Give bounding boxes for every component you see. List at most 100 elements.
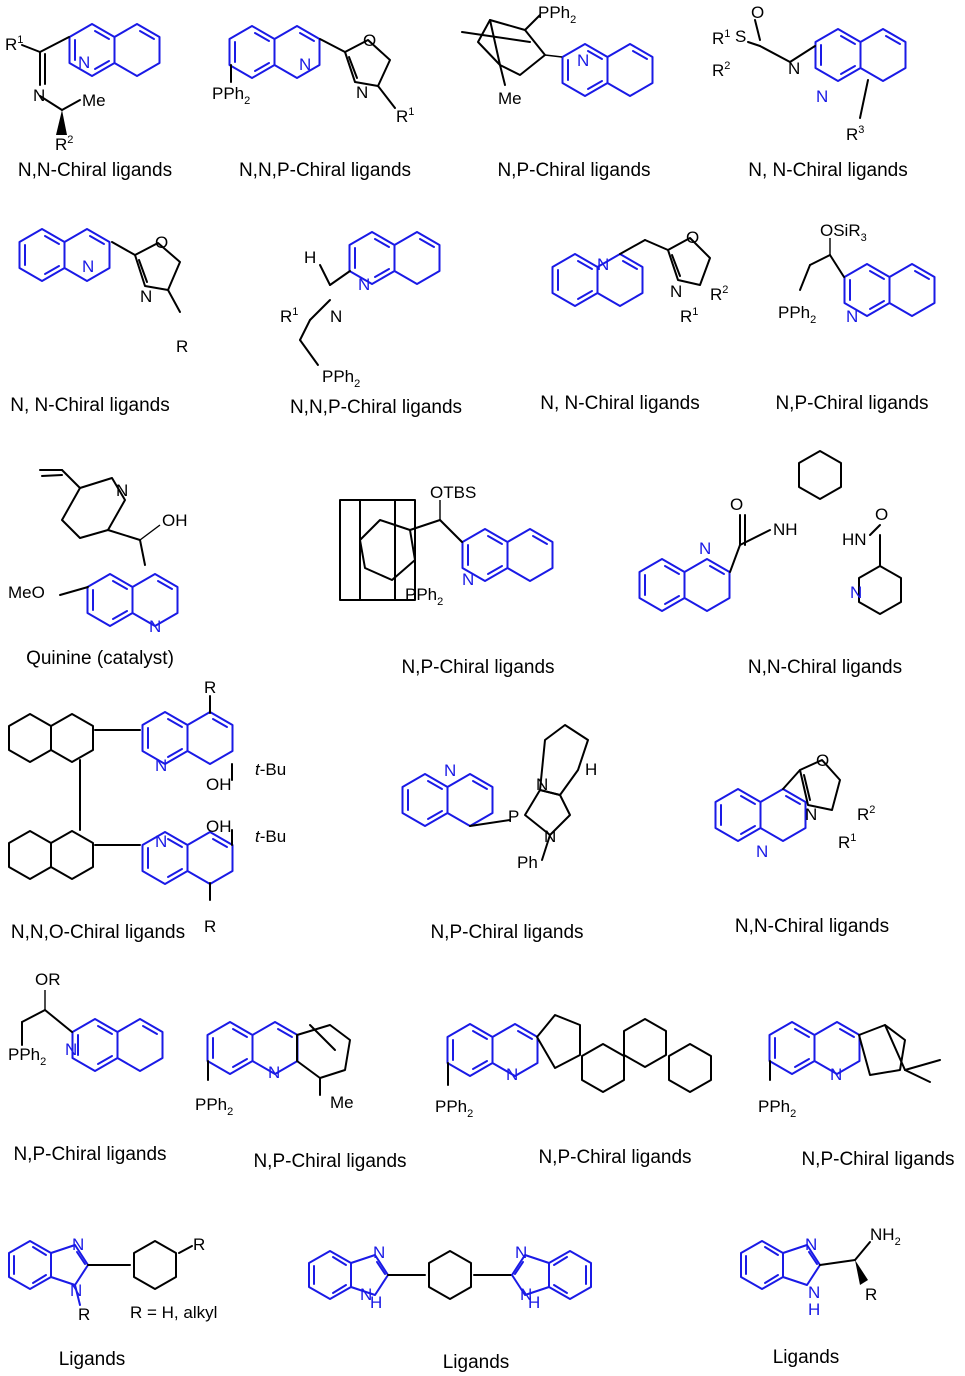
svg-text:R1: R1 bbox=[838, 832, 856, 852]
svg-text:N: N bbox=[846, 307, 858, 326]
svg-text:OR: OR bbox=[35, 970, 61, 989]
label-quinine: Quinine (catalyst) bbox=[26, 648, 174, 669]
svg-text:PPh2: PPh2 bbox=[778, 303, 816, 326]
svg-text:NH2: NH2 bbox=[870, 1225, 901, 1248]
label-ligand-3: N,P-Chiral ligands bbox=[497, 160, 650, 181]
svg-text:N: N bbox=[544, 827, 556, 846]
svg-text:O: O bbox=[875, 505, 888, 524]
svg-text:N: N bbox=[33, 86, 45, 105]
svg-text:PPh2: PPh2 bbox=[322, 367, 360, 390]
ligand-11: O NH HN O N N N,N-Chiral ligands bbox=[638, 450, 902, 678]
svg-text:O: O bbox=[155, 233, 168, 252]
svg-text:OH: OH bbox=[206, 817, 232, 836]
svg-text:N: N bbox=[330, 307, 342, 326]
ligand-14: O N R2 R1 N N,N-Chiral ligands bbox=[714, 751, 889, 937]
svg-text:P: P bbox=[508, 807, 519, 826]
ligand-6: H N N R1 PPh2 N,N,P-Chiral ligands bbox=[280, 231, 462, 418]
svg-text:N: N bbox=[155, 756, 167, 775]
label-ligand-16: N,P-Chiral ligands bbox=[253, 1151, 406, 1172]
label-ligand-11: N,N-Chiral ligands bbox=[748, 657, 902, 678]
svg-text:N: N bbox=[149, 617, 161, 636]
svg-text:PPh2: PPh2 bbox=[435, 1097, 473, 1120]
svg-text:O: O bbox=[751, 3, 764, 22]
quinine: N OH MeO N Quinine (catalyst) bbox=[8, 469, 188, 669]
svg-text:PPh2: PPh2 bbox=[212, 84, 250, 107]
ligand-20: N H N N N H Ligands bbox=[308, 1243, 592, 1373]
svg-text:H: H bbox=[585, 760, 597, 779]
svg-text:H: H bbox=[370, 1293, 382, 1312]
svg-text:S: S bbox=[735, 27, 746, 46]
label-ligand-6: N,N,P-Chiral ligands bbox=[290, 397, 462, 418]
ligand-4: R1 S O R2 N N R3 N, N-Chiral ligands bbox=[712, 3, 908, 181]
svg-text:PPh2: PPh2 bbox=[405, 585, 443, 608]
svg-text:t-Bu: t-Bu bbox=[255, 827, 286, 846]
svg-text:N: N bbox=[358, 275, 370, 294]
svg-text:Ph: Ph bbox=[517, 853, 538, 872]
svg-text:t-Bu: t-Bu bbox=[255, 760, 286, 779]
ligand-15: OR PPh2 N N,P-Chiral ligands bbox=[8, 970, 167, 1165]
svg-text:R: R bbox=[204, 678, 216, 697]
label-ligand-13: N,P-Chiral ligands bbox=[430, 922, 583, 943]
svg-text:N: N bbox=[72, 1235, 84, 1254]
label-ligand-17: N,P-Chiral ligands bbox=[538, 1147, 691, 1168]
ligand-18: PPh2 N N,P-Chiral ligands bbox=[758, 1021, 955, 1170]
svg-text:N: N bbox=[788, 59, 800, 78]
label-ligand-20: Ligands bbox=[443, 1352, 510, 1373]
svg-text:N: N bbox=[360, 1285, 372, 1304]
svg-text:PPh2: PPh2 bbox=[8, 1045, 46, 1068]
svg-text:N: N bbox=[462, 570, 474, 589]
svg-text:R3: R3 bbox=[846, 124, 864, 144]
svg-text:NH: NH bbox=[773, 520, 798, 539]
svg-text:R2: R2 bbox=[712, 60, 730, 80]
svg-text:N: N bbox=[597, 255, 609, 274]
ligand-17: PPh2 N N,P-Chiral ligands bbox=[435, 1014, 712, 1168]
svg-text:H: H bbox=[528, 1293, 540, 1312]
svg-text:R: R bbox=[865, 1285, 877, 1304]
svg-text:N: N bbox=[116, 481, 128, 500]
svg-text:N: N bbox=[816, 87, 828, 106]
label-ligand-2: N,N,P-Chiral ligands bbox=[239, 160, 411, 181]
label-ligand-15: N,P-Chiral ligands bbox=[13, 1144, 166, 1165]
svg-text:OH: OH bbox=[162, 511, 188, 530]
svg-text:N: N bbox=[356, 83, 368, 102]
svg-text:N: N bbox=[520, 1285, 532, 1304]
svg-text:R2: R2 bbox=[710, 284, 728, 304]
label-ligand-10: N,P-Chiral ligands bbox=[401, 657, 554, 678]
svg-text:N: N bbox=[65, 1040, 77, 1059]
svg-text:N: N bbox=[850, 583, 862, 602]
svg-text:Me: Me bbox=[82, 91, 106, 110]
label-ligand-4: N, N-Chiral ligands bbox=[748, 160, 907, 181]
svg-text:N: N bbox=[670, 282, 682, 301]
label-ligand-19: Ligands bbox=[59, 1349, 126, 1370]
svg-text:N: N bbox=[577, 51, 589, 70]
ligand-3: PPh2 Me N N,P-Chiral ligands bbox=[461, 3, 654, 181]
svg-text:N: N bbox=[808, 1283, 820, 1302]
svg-text:R1: R1 bbox=[396, 106, 414, 126]
svg-text:O: O bbox=[686, 228, 699, 247]
svg-text:O: O bbox=[363, 31, 376, 50]
svg-text:N: N bbox=[830, 1065, 842, 1084]
svg-text:OH: OH bbox=[206, 775, 232, 794]
svg-text:PPh2: PPh2 bbox=[538, 3, 576, 26]
svg-text:H: H bbox=[808, 1300, 820, 1319]
svg-text:N: N bbox=[78, 53, 90, 72]
svg-text:PPh2: PPh2 bbox=[195, 1095, 233, 1118]
svg-text:N: N bbox=[805, 805, 817, 824]
label-ligand-21: Ligands bbox=[773, 1347, 840, 1368]
svg-text:N: N bbox=[444, 761, 456, 780]
label-ligand-5: N, N-Chiral ligands bbox=[10, 395, 169, 416]
svg-text:N: N bbox=[805, 1235, 817, 1254]
svg-text:R1: R1 bbox=[280, 306, 298, 326]
ligand-16: PPh2 N Me N,P-Chiral ligands bbox=[195, 1021, 407, 1172]
svg-text:PPh2: PPh2 bbox=[758, 1097, 796, 1120]
r-group-note: R = H, alkyl bbox=[130, 1303, 217, 1322]
ligand-12: N OH t-Bu R N OH t-Bu R N,N,O-Chiral lig… bbox=[8, 678, 286, 943]
svg-text:Me: Me bbox=[498, 89, 522, 108]
ligand-10: OTBS PPh2 N N,P-Chiral ligands bbox=[339, 483, 555, 678]
svg-text:N: N bbox=[70, 1281, 82, 1300]
svg-text:N: N bbox=[140, 287, 152, 306]
svg-text:R: R bbox=[193, 1235, 205, 1254]
svg-text:N: N bbox=[155, 832, 167, 851]
svg-text:N: N bbox=[756, 842, 768, 861]
ligand-8: OSiR3 PPh2 N N,P-Chiral ligands bbox=[775, 221, 936, 414]
